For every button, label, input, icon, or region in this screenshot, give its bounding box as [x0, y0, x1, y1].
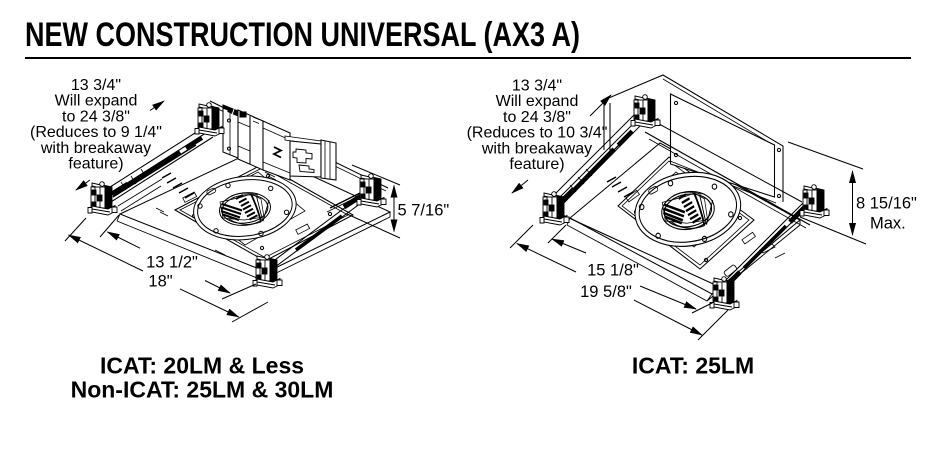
- svg-text:5 7/16": 5 7/16": [398, 202, 450, 220]
- svg-text:with breakaway: with breakaway: [481, 140, 592, 157]
- svg-text:to 24 3/8": to 24 3/8": [62, 108, 130, 125]
- svg-text:with breakaway: with breakaway: [40, 140, 151, 157]
- svg-text:(Reduces to 10 3/4": (Reduces to 10 3/4": [467, 125, 608, 142]
- svg-text:NEW CONSTRUCTION UNIVERSAL (AX: NEW CONSTRUCTION UNIVERSAL (AX3 A): [25, 16, 580, 54]
- svg-text:13 3/4": 13 3/4": [512, 78, 562, 95]
- svg-text:Will expand: Will expand: [55, 93, 138, 110]
- svg-text:ICAT: 25LM: ICAT: 25LM: [632, 353, 754, 379]
- svg-text:8 15/16": 8 15/16": [856, 195, 917, 213]
- svg-text:(Reduces to 9 1/4": (Reduces to 9 1/4": [30, 124, 162, 141]
- svg-text:15 1/8": 15 1/8": [587, 262, 639, 280]
- svg-text:19 5/8": 19 5/8": [580, 283, 632, 301]
- svg-text:Max.: Max.: [870, 215, 906, 233]
- svg-text:13 1/2": 13 1/2": [146, 254, 198, 272]
- svg-text:feature): feature): [68, 156, 123, 173]
- svg-text:feature): feature): [509, 156, 564, 173]
- svg-text:Will expand: Will expand: [496, 93, 579, 110]
- svg-text:18": 18": [148, 273, 172, 291]
- svg-text:Non-ICAT: 25LM & 30LM: Non-ICAT: 25LM & 30LM: [71, 377, 334, 403]
- svg-text:to 24 3/8": to 24 3/8": [503, 109, 571, 126]
- svg-text:ICAT: 20LM & Less: ICAT: 20LM & Less: [100, 353, 304, 379]
- svg-text:13 3/4": 13 3/4": [71, 77, 121, 94]
